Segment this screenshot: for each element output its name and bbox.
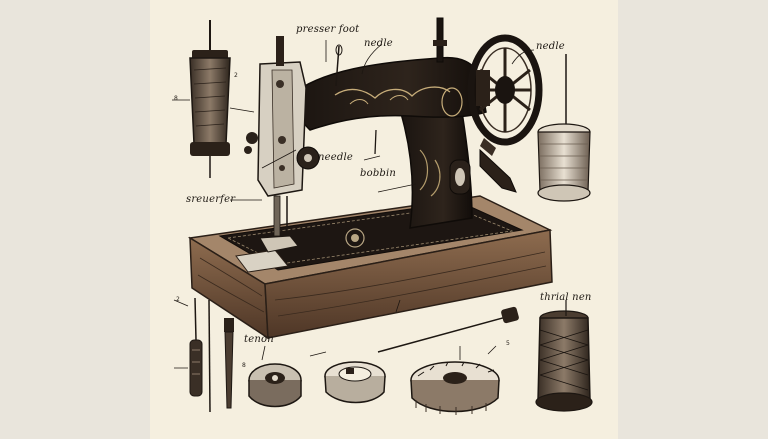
callout-number: 2 (176, 296, 180, 303)
hand-wheel (467, 34, 543, 146)
callout-number: 8 (242, 362, 246, 369)
label-tenon: tenon (244, 334, 274, 345)
machine-body (289, 17, 517, 229)
label-needle-top: nedle (364, 38, 393, 49)
illustration-art (172, 17, 593, 415)
callout-number: 2 (234, 72, 238, 79)
callout-lines (172, 40, 535, 369)
wooden-base (187, 195, 553, 340)
callout-number: 8 (174, 95, 178, 102)
label-stealer: sreuerfer (186, 194, 236, 205)
label-presser-foot: presser foot (296, 24, 360, 35)
label-needle-right: nedle (536, 41, 565, 52)
sewing-machine-illustration: presser foot nedle nedle needle bobbin s… (150, 0, 618, 439)
left-thread-spool (189, 20, 231, 178)
label-needle-mid: needle (318, 152, 353, 163)
callout-number: 5 (506, 340, 510, 347)
needle-head (244, 36, 320, 253)
label-thread-pen: thrial nen (540, 292, 592, 303)
loose-needles (335, 44, 377, 155)
bottom-tools (189, 297, 593, 415)
label-bobbin: bobbin (360, 168, 397, 179)
right-thread-spool (537, 54, 591, 202)
